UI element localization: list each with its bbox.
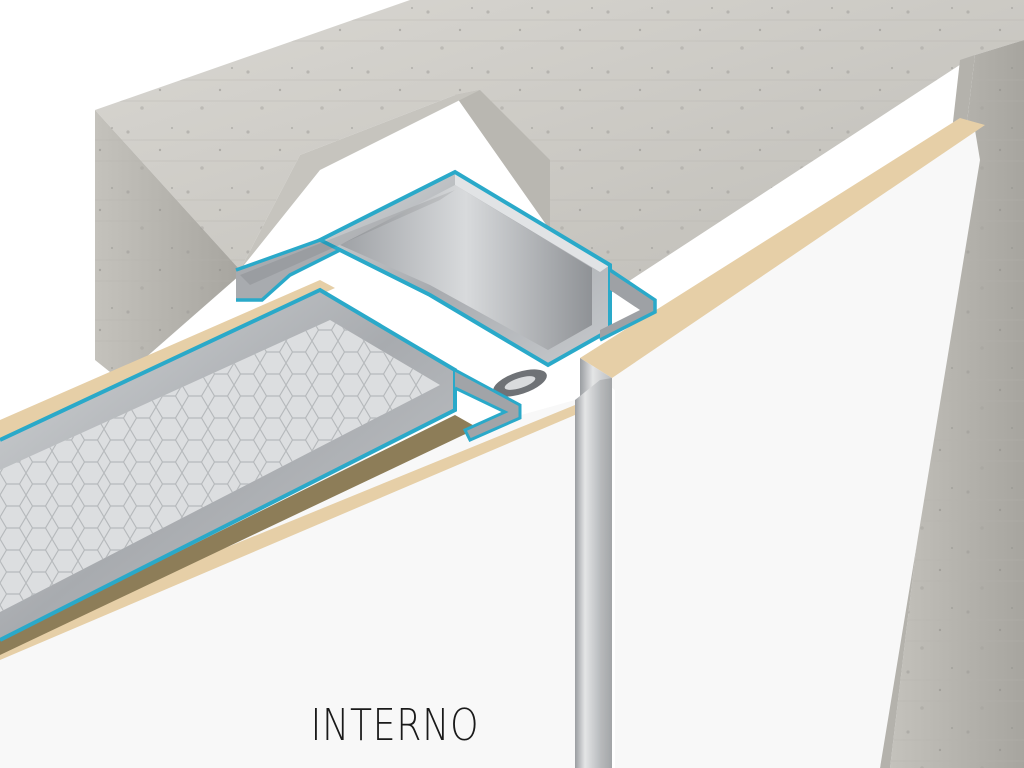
interior-side-label: INTERNO bbox=[310, 700, 480, 751]
left-door-leaf bbox=[0, 280, 600, 768]
steel-frame-profile bbox=[235, 169, 657, 397]
